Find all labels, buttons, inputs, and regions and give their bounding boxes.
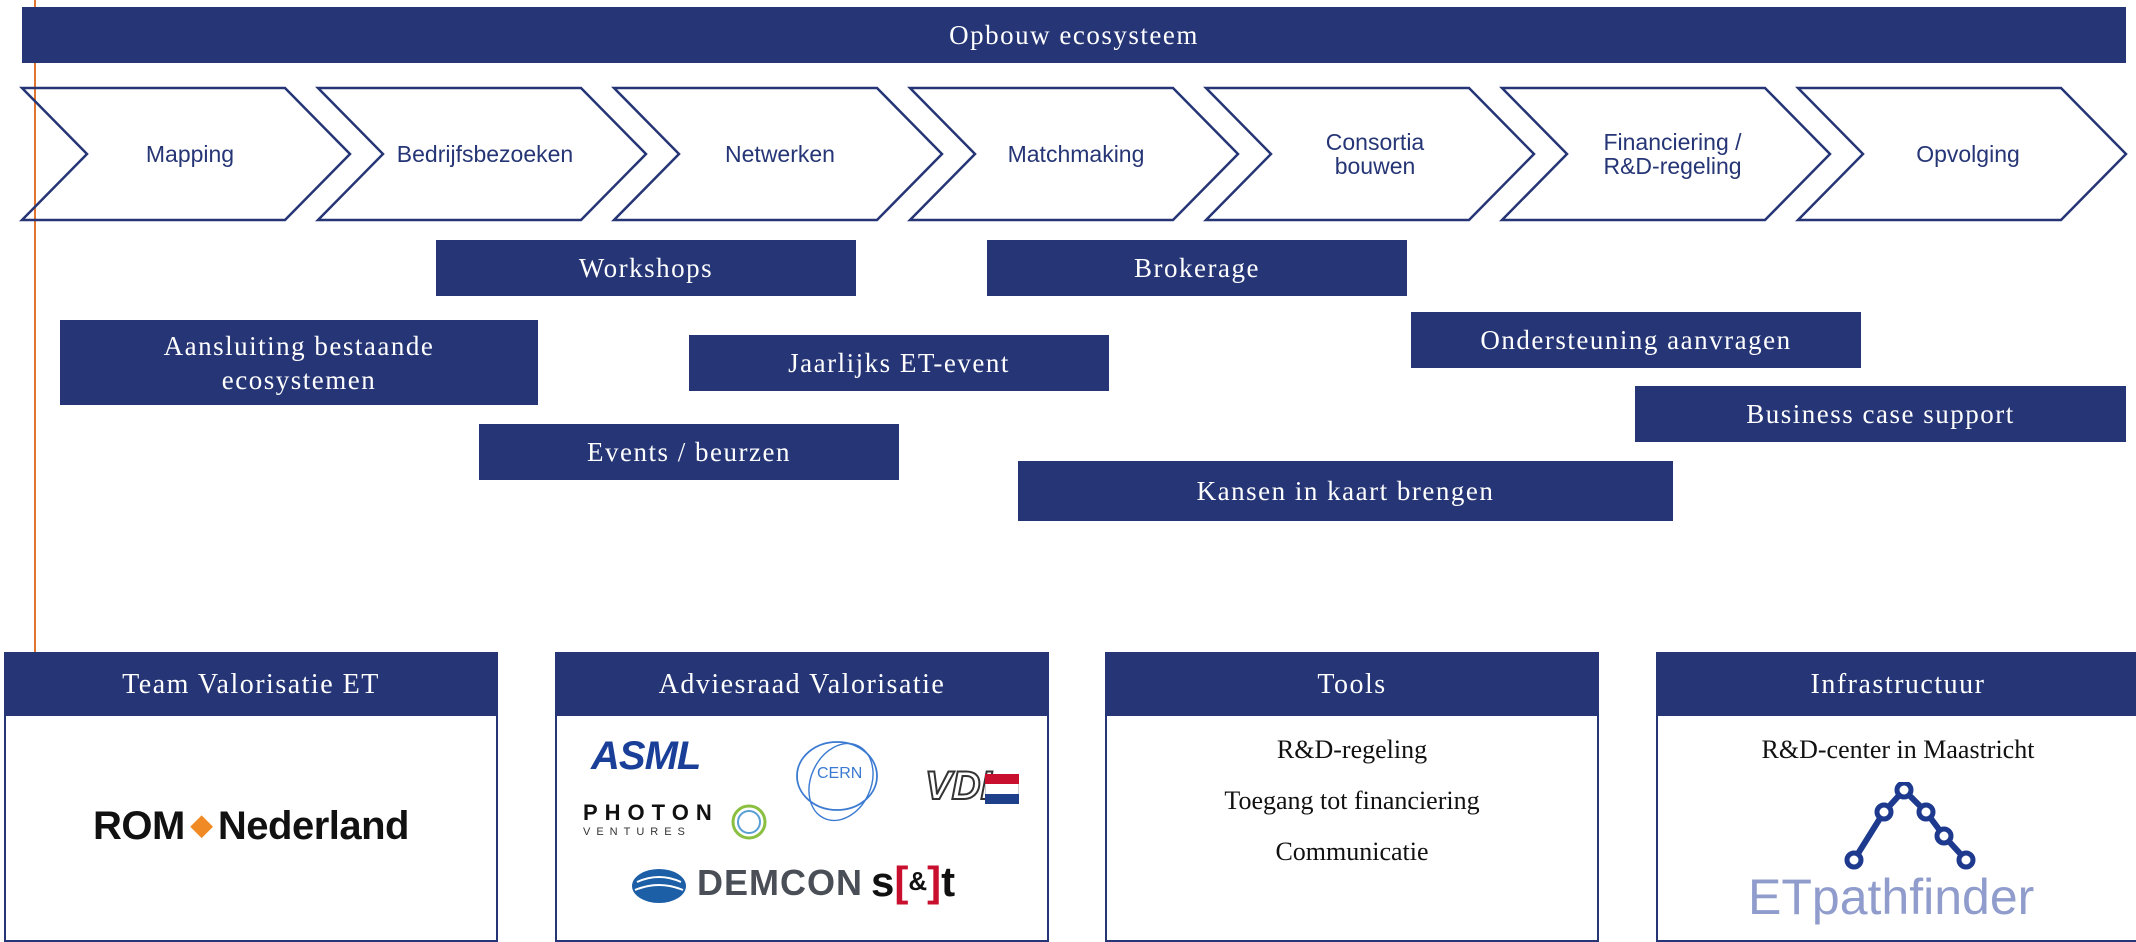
step-label-netwerken: Netwerken (725, 141, 835, 167)
demcon-logo: DEMCON (697, 862, 863, 903)
activity-workshops: Workshops (436, 240, 856, 296)
activity-kansen-label: Kansen in kaart brengen (1196, 476, 1495, 506)
activity-brokerage: Brokerage (987, 240, 1407, 296)
panel-tools-title: Tools (1107, 654, 1597, 716)
panel-team: Team Valorisatie ET ROM◆Nederland (4, 652, 498, 942)
rom-nederland-logo: ROM◆Nederland (93, 804, 409, 848)
activity-aansluiting: Aansluiting bestaande ecosystemen (60, 320, 538, 405)
photon-ring-icon (731, 804, 767, 840)
activity-events: Events / beurzen (479, 424, 899, 480)
panel-adviesraad: Adviesraad Valorisatie ASML CERN VDL PHO… (555, 652, 1049, 942)
cern-logo: CERN (796, 741, 878, 822)
activity-ondersteuning-label: Ondersteuning aanvragen (1480, 325, 1792, 355)
etpathfinder-network-icon (1844, 782, 1976, 870)
step-label-consortia: Consortia bouwen (1325, 129, 1425, 179)
panel-tools: Tools R&D-regeling Toegang tot financier… (1105, 652, 1599, 942)
asml-logo: ASML (591, 734, 701, 778)
st-logo: s[&]t (871, 858, 956, 905)
panel-adviesraad-title: Adviesraad Valorisatie (557, 654, 1047, 716)
etpathfinder-logo-text: ETpathfinder (1748, 869, 2035, 925)
tool-item-communicatie: Communicatie (1275, 837, 1429, 866)
vdl-flag-icon (985, 774, 1019, 804)
chevron-bedrijfsbezoeken (315, 86, 648, 222)
chevron-matchmaking (907, 86, 1240, 222)
step-label-matchmaking: Matchmaking (1007, 141, 1145, 167)
process-chevrons (19, 86, 2128, 222)
activity-events-label: Events / beurzen (587, 437, 791, 467)
step-label-financiering: Financiering / R&D-regeling (1603, 129, 1742, 179)
step-label-opvolging: Opvolging (1916, 141, 2020, 167)
chevron-financiering (1499, 86, 1832, 222)
activity-workshops-label: Workshops (578, 253, 714, 283)
chevron-mapping (19, 86, 352, 222)
panel-team-title: Team Valorisatie ET (6, 654, 496, 716)
demcon-globe-icon (632, 869, 686, 903)
tool-item-rd-regeling: R&D-regeling (1276, 735, 1428, 764)
svg-text:CERN: CERN (817, 765, 862, 782)
chevron-netwerken (611, 86, 944, 222)
vertical-guide-line (34, 0, 36, 652)
photon-ventures-logo: PHOTON VENTURES (583, 800, 719, 838)
activity-business-case-label: Business case support (1746, 399, 2015, 429)
activity-brokerage-label: Brokerage (1134, 253, 1260, 283)
activity-kansen: Kansen in kaart brengen (1018, 461, 1673, 521)
step-label-mapping: Mapping (145, 141, 235, 167)
panel-infrastructuur-title: Infrastructuur (1658, 654, 2136, 716)
chevron-consortia (1203, 86, 1536, 222)
activity-aansluiting-label: Aansluiting bestaande ecosystemen (163, 330, 435, 395)
panel-infrastructuur: Infrastructuur R&D-center in Maastricht … (1656, 652, 2136, 942)
tool-item-financiering: Toegang tot financiering (1224, 786, 1480, 815)
step-label-bedrijfsbezoeken: Bedrijfsbezoeken (396, 141, 574, 167)
infrastructuur-subtitle: R&D-center in Maastricht (1761, 735, 2035, 764)
activity-jaarlijks: Jaarlijks ET-event (689, 335, 1109, 391)
activity-business-case: Business case support (1635, 386, 2126, 442)
header-bar: Opbouw ecosysteem (22, 7, 2126, 63)
chevron-opvolging (1795, 86, 2128, 222)
header-title: Opbouw ecosysteem (949, 20, 1199, 50)
activity-jaarlijks-label: Jaarlijks ET-event (788, 348, 1010, 378)
activity-ondersteuning: Ondersteuning aanvragen (1411, 312, 1861, 368)
